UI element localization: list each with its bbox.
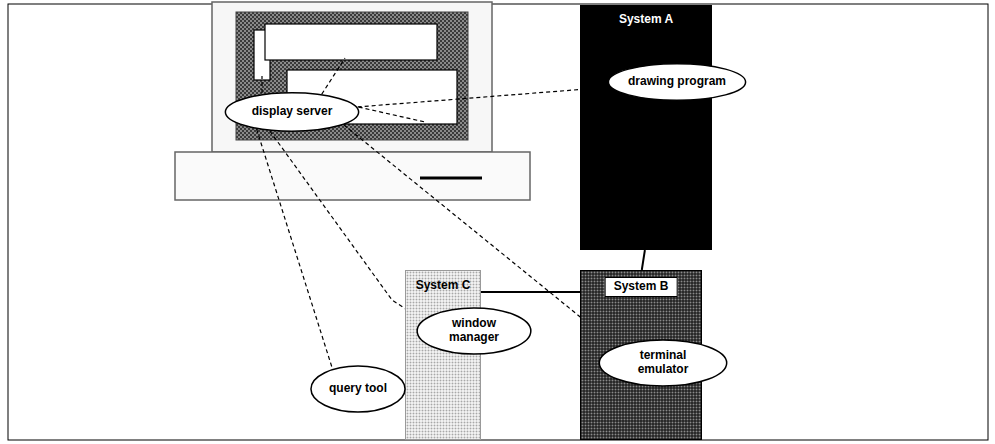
ellipse-shape — [599, 340, 726, 386]
dashed-connection — [257, 129, 333, 369]
system-column: System Bterminal emulator — [580, 270, 702, 440]
ellipse-shape — [311, 366, 405, 412]
server-ellipse: display server — [224, 92, 360, 132]
computer-base — [175, 152, 530, 200]
window-leader — [318, 58, 345, 100]
program-ellipse: terminal emulator — [598, 339, 728, 387]
screen-window — [265, 24, 437, 60]
system-column: System Adrawing program — [580, 5, 712, 250]
system-column: System Cwindow managerquery tool — [405, 270, 481, 440]
monitor-bezel — [212, 2, 492, 152]
system-label: System C — [406, 279, 480, 293]
process-label: display server — [252, 105, 333, 119]
ellipse-shape — [608, 64, 745, 100]
network-link — [642, 250, 645, 270]
process-label: window manager — [434, 317, 515, 345]
ellipse-shape — [417, 308, 531, 354]
program-ellipse: query tool — [310, 365, 406, 413]
program-ellipse: drawing program — [607, 63, 747, 101]
program-ellipse: window manager — [416, 307, 532, 355]
system-label: System B — [605, 277, 678, 297]
disk-slot — [420, 177, 482, 180]
dashed-connection — [358, 87, 610, 107]
process-label: terminal emulator — [618, 349, 709, 377]
dashed-connection — [270, 131, 423, 320]
network-link — [481, 291, 580, 293]
frame — [8, 4, 988, 440]
system-label: System A — [580, 13, 712, 27]
ellipse-shape — [225, 93, 358, 131]
process-label: query tool — [329, 382, 387, 396]
process-label: drawing program — [628, 75, 726, 89]
